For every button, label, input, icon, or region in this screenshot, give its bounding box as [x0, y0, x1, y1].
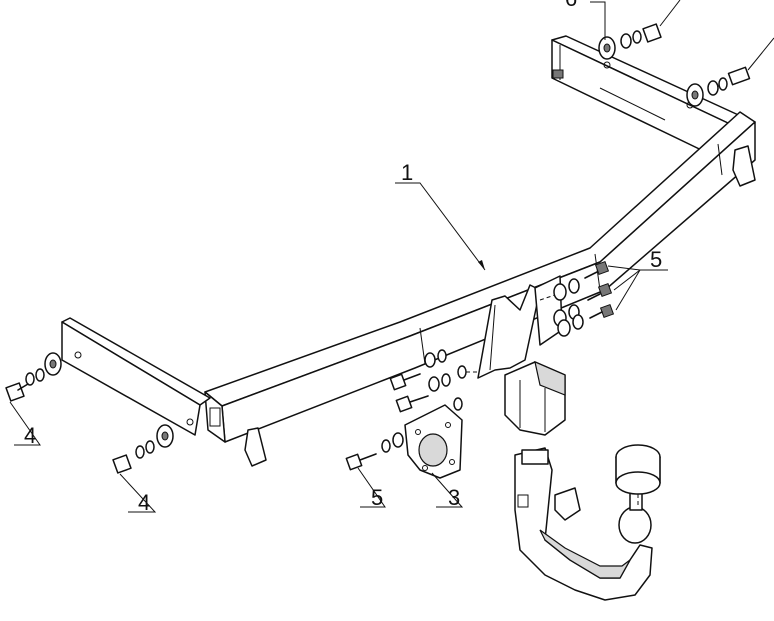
- callout-label-5-lower: 5: [371, 485, 383, 510]
- left-side-bracket: [61, 317, 211, 436]
- callout-label-4-lower: 4: [138, 490, 150, 515]
- callout-label-4-upper: 4: [24, 423, 36, 448]
- main-crossbar: [204, 111, 756, 467]
- socket-plate: [404, 404, 463, 479]
- tow-ball-arm: [514, 444, 661, 601]
- callout-label-6: 6: [565, 0, 577, 11]
- callout-label-3: 3: [448, 485, 460, 510]
- bolts-and-washers: [5, 23, 751, 474]
- callout-label-5-upper: 5: [650, 247, 662, 272]
- callout-label-1: 1: [401, 160, 413, 185]
- tow-receiver: [504, 360, 566, 436]
- callout-leaders: [9, 0, 774, 513]
